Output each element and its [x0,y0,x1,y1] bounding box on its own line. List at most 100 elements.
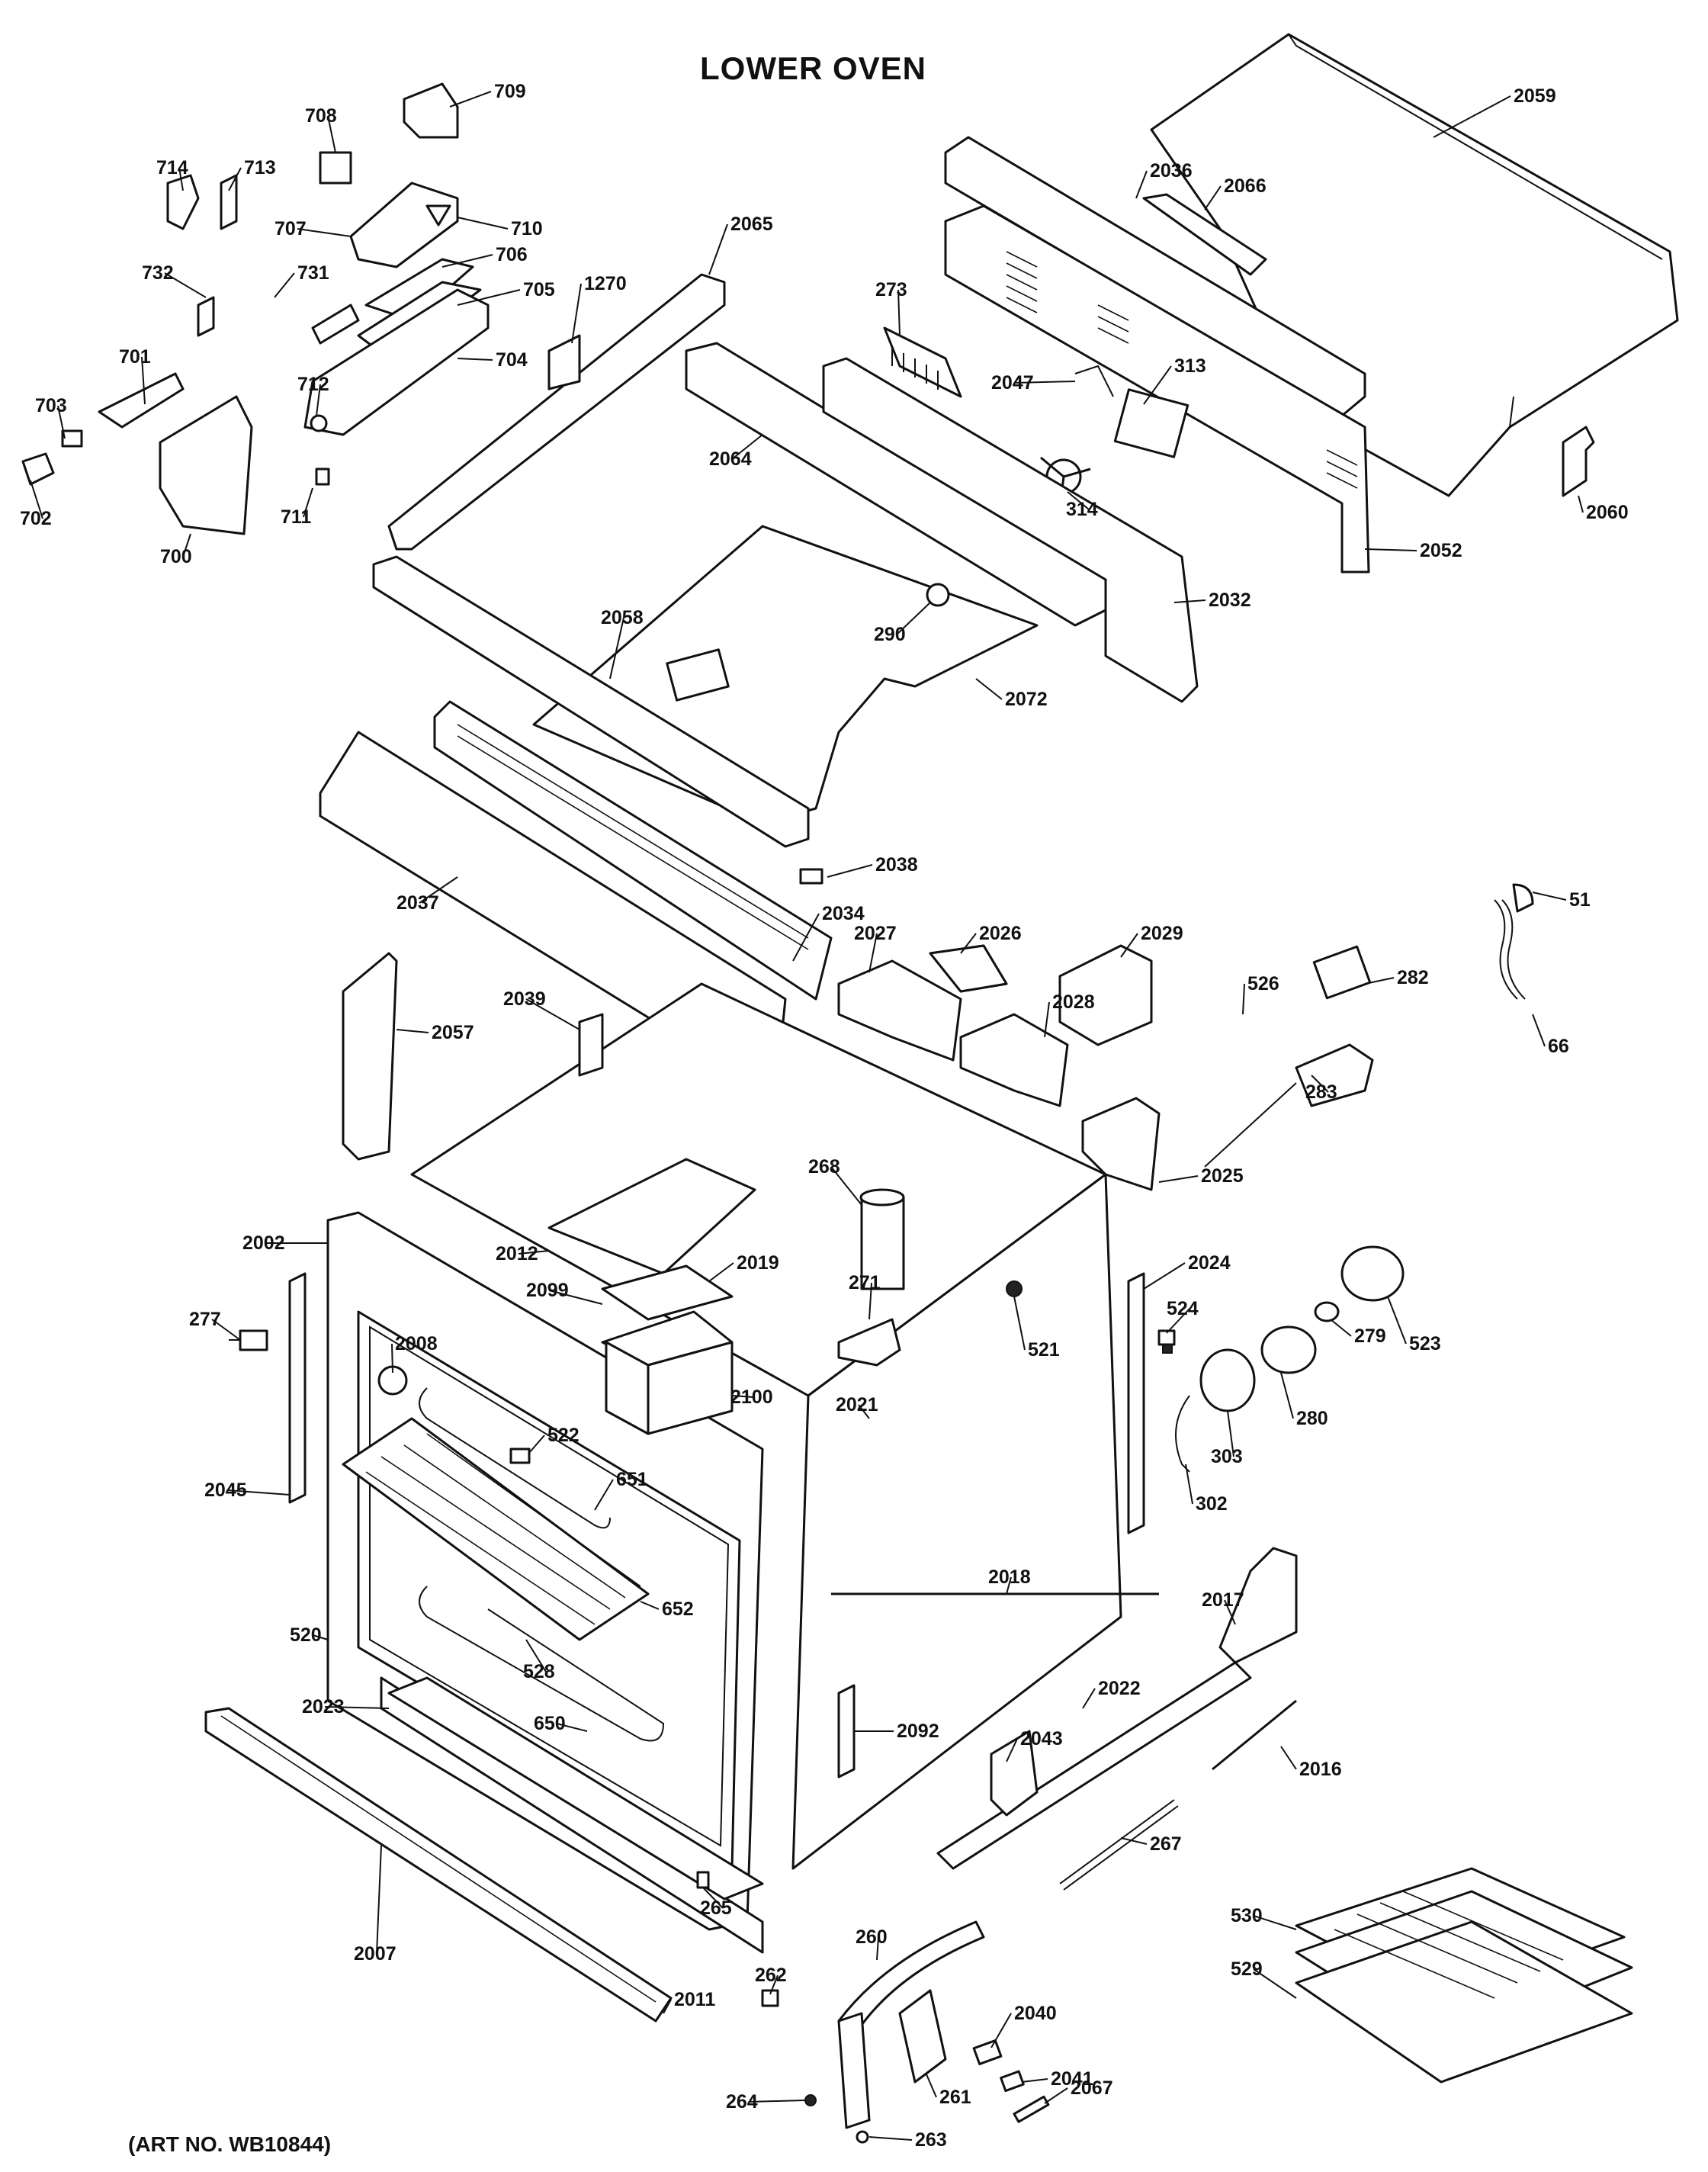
leader-line-731 [274,272,295,298]
pin-265-part [696,1871,710,1889]
leader-line-732 [164,272,207,298]
callout-label-2025: 2025 [1201,1165,1244,1187]
callout-label-2026: 2026 [979,923,1022,944]
callout-label-530: 530 [1231,1905,1263,1926]
callout-label-528: 528 [523,1661,555,1682]
leader-line-267 [1120,1837,1148,1845]
callout-label-2052: 2052 [1420,540,1462,561]
bracket-271-part [837,1318,901,1367]
leader-line-268 [830,1166,862,1206]
front-trim-part [204,1707,673,2023]
leader-line-2017 [1224,1599,1236,1625]
leader-line-262 [769,1974,779,1995]
callout-label-732: 732 [142,262,174,284]
callout-label-2058: 2058 [601,607,644,628]
door-hinge-part [761,1920,985,2144]
bake-element-part [419,1586,665,1742]
bracket-2039-part [578,1013,604,1077]
leader-line-2027 [868,933,878,973]
leader-line-2072 [975,678,1003,700]
callout-label-267: 267 [1150,1833,1182,1855]
leader-line-705 [457,289,521,306]
switch-parts-cluster [21,82,490,535]
callout-label-2012: 2012 [496,1243,538,1264]
leader-line-530 [1253,1915,1297,1930]
callout-label-700: 700 [160,546,192,567]
leader-line-2039 [525,998,580,1030]
broiler-pan-part [1295,1867,1633,2084]
terminal-block-part [883,326,962,398]
leader-line-280 [1280,1372,1294,1419]
callout-label-313: 313 [1174,355,1206,377]
callout-label-708: 708 [305,105,337,127]
bushing-2041-part [1000,2070,1025,2093]
leader-line-282 [1364,977,1395,985]
callout-label-2037: 2037 [396,892,439,914]
callout-label-704: 704 [496,349,528,371]
callout-label-2023: 2023 [302,1696,345,1717]
callout-label-701: 701 [119,346,151,368]
leader-line-520 [312,1634,329,1640]
callout-label-2027: 2027 [854,923,897,944]
callout-label-731: 731 [297,262,329,284]
vent-duct-part [859,1188,905,1290]
rail-2065-part [387,273,726,551]
leader-line-2023 [324,1706,390,1709]
leader-line-2047 [1013,381,1076,384]
leader-line-708 [327,115,336,153]
strip-2016-part [1212,1699,1297,1771]
leader-line-651 [594,1479,614,1511]
callout-label-2021: 2021 [836,1394,878,1415]
sensor-probe-part [1204,945,1374,1168]
long-rail-part [372,555,810,848]
callout-label-710: 710 [511,218,543,239]
leader-line-701 [141,356,146,405]
callout-label-66: 66 [1548,1036,1569,1057]
spring-267-part [1059,1799,1179,1891]
side-panel-part [944,204,1370,574]
callout-label-2043: 2043 [1020,1728,1063,1749]
callout-label-703: 703 [35,395,67,416]
callout-label-280: 280 [1296,1408,1328,1429]
callout-label-2100: 2100 [730,1386,773,1408]
callout-label-705: 705 [523,279,555,300]
convection-motor-part [1040,365,1190,508]
leader-line-2037 [419,876,458,904]
callout-label-2017: 2017 [1202,1589,1244,1611]
leader-line-713 [228,167,242,191]
leader-line-277 [211,1319,241,1341]
leader-line-263 [868,2136,913,2141]
leader-line-529 [1253,1968,1297,1999]
callout-label-707: 707 [274,218,307,239]
front-rail-assembly-part [319,700,833,1084]
leader-line-526 [1242,983,1245,1015]
leader-line-2011 [663,1999,672,2014]
leader-line-2007 [376,1845,382,1955]
leader-line-2022 [1082,1688,1096,1709]
broil-element-part [419,1387,611,1529]
callout-label-302: 302 [1196,1493,1228,1515]
callout-label-2024: 2024 [1188,1252,1231,1274]
callout-label-268: 268 [808,1156,840,1178]
callout-label-1270: 1270 [584,273,627,294]
callout-label-2028: 2028 [1052,991,1095,1013]
callout-label-2011: 2011 [674,1989,715,2010]
callout-label-524: 524 [1167,1298,1199,1319]
callout-label-2007: 2007 [354,1943,396,1965]
callout-label-529: 529 [1231,1958,1263,1980]
hinge-2043-part [990,1730,1039,1817]
callout-label-277: 277 [189,1309,221,1330]
callout-label-2057: 2057 [432,1022,474,1043]
callout-label-262: 262 [755,1965,787,1986]
callout-label-2065: 2065 [730,214,773,235]
diagram-title: LOWER OVEN [700,50,927,86]
leader-line-283 [1311,1075,1329,1093]
leader-line-66 [1532,1014,1546,1047]
callout-label-706: 706 [496,244,528,265]
leader-line-2018 [1006,1576,1012,1595]
callout-label-2019: 2019 [737,1252,779,1274]
callout-label-2022: 2022 [1098,1678,1141,1699]
callout-label-702: 702 [20,508,52,529]
callout-label-51: 51 [1569,889,1591,911]
